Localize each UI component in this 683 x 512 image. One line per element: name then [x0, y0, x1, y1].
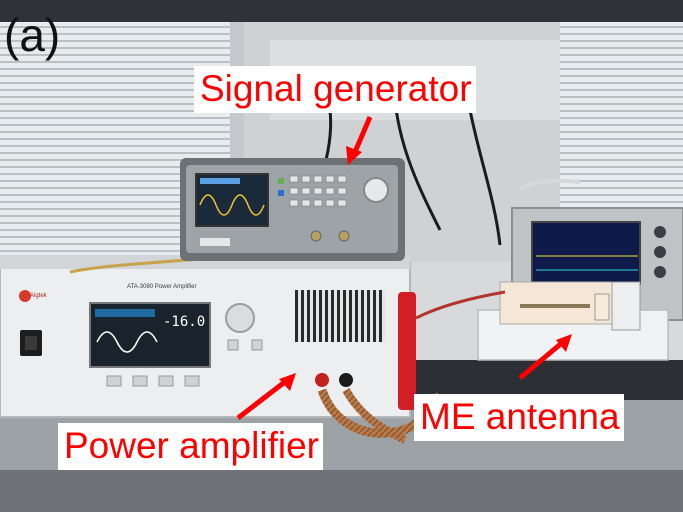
- me-antenna-label: ME antenna: [414, 394, 624, 441]
- power-amplifier-label: Power amplifier: [58, 423, 323, 470]
- amplifier-brand: Aigtek: [30, 293, 47, 299]
- signal-generator: [180, 158, 405, 261]
- me-antenna-fixture: [477, 281, 669, 361]
- oscilloscope: [511, 178, 683, 321]
- power-amplifier: [0, 255, 416, 418]
- panel-letter: (a): [4, 9, 61, 61]
- signal-generator-label: Signal generator: [194, 66, 476, 113]
- amplifier-display-value: -16.0: [163, 314, 206, 330]
- window-blinds-right: [560, 22, 683, 222]
- amplifier-model: ATA-3080 Power Amplifier: [127, 284, 197, 290]
